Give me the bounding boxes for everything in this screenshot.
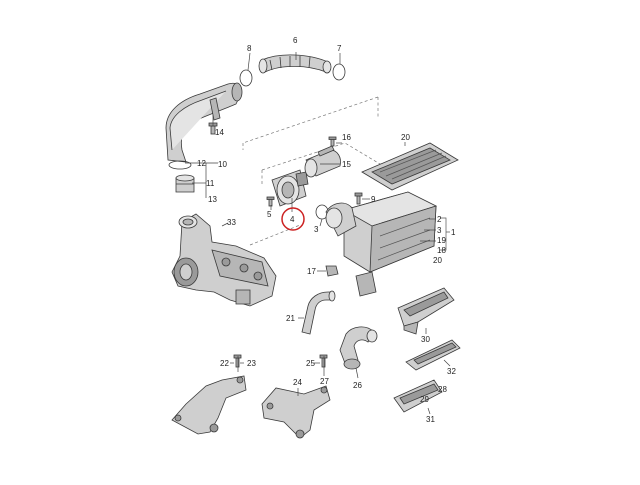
callout-3-left: 3 [314,225,319,234]
callout-25: 25 [306,359,315,368]
callout-4: 4 [290,215,295,224]
part-24-bracket [261,385,331,439]
leader-lines [185,52,451,415]
part-4-air-mass-meter [271,169,309,207]
callout-7: 7 [337,44,342,53]
callout-20-top: 20 [401,133,410,142]
part-7-hose-clamp [332,63,346,81]
callout-20: 20 [433,256,442,265]
callout-21: 21 [286,314,295,323]
part-1-air-filter-housing [325,191,438,297]
callout-33: 33 [227,218,236,227]
callout-32: 32 [447,367,456,376]
part-6-intake-hose [258,54,332,74]
callout-5: 5 [267,210,272,219]
callout-30: 30 [421,335,430,344]
callout-16: 16 [342,133,351,142]
callout-29: 29 [420,395,429,404]
part-25-screw [319,354,328,368]
callout-labels: 6 7 8 14 12 10 11 13 16 15 20 9 5 4 3 2 … [197,36,456,424]
part-16-screw [328,136,337,147]
part-9-screw [354,192,363,205]
part-12-clamp [168,160,192,170]
callout-9: 9 [371,195,376,204]
part-21-breather-pipe [301,290,336,335]
callout-19: 19 [437,236,446,245]
part-32-air-duct [405,339,461,371]
callout-6: 6 [293,36,298,45]
callout-24: 24 [293,378,302,387]
assembly-guide-lines [242,96,396,246]
part-11-sleeve [175,174,195,193]
part-23-screw [233,354,242,368]
callout-27: 27 [320,377,329,386]
callout-1: 1 [451,228,456,237]
part-33-turbo-manifold [171,213,277,307]
part-31-air-duct [393,379,443,413]
part-30-air-duct [397,287,455,335]
callout-31: 31 [426,415,435,424]
part-13-charge-pipe [165,82,243,163]
callout-23: 23 [247,359,256,368]
part-20-filter-element [361,142,459,191]
part-8-hose-clamp [239,69,253,87]
callout-12: 12 [197,159,206,168]
callout-22: 22 [220,359,229,368]
part-17-grommet [325,265,339,277]
highlight-circle [281,207,305,231]
callout-8: 8 [247,44,252,53]
callout-26: 26 [353,381,362,390]
callout-2: 2 [437,215,442,224]
callout-18: 18 [437,246,446,255]
part-15-sensor-housing [304,145,341,178]
callout-15: 15 [342,160,351,169]
callout-3: 3 [437,226,442,235]
callout-13: 13 [208,195,217,204]
part-22-bracket [171,375,247,435]
callout-14: 14 [215,128,224,137]
callout-28: 28 [438,385,447,394]
callout-17: 17 [307,267,316,276]
part-26-elbow-hose [339,326,378,370]
callout-10: 10 [218,160,227,169]
part-5-screw [266,196,275,207]
callout-11: 11 [206,179,215,188]
